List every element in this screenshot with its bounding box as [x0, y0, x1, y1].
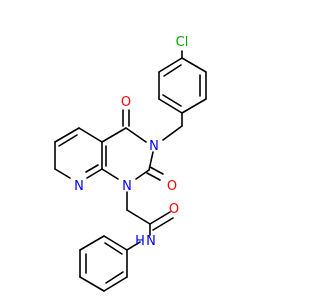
- bond-co-o: [149, 211, 171, 225]
- bond-ph5: [79, 235, 105, 251]
- oxygen-2-label: O: [167, 179, 177, 194]
- bond-py1: [78, 127, 103, 143]
- bond-ph3: [79, 276, 105, 292]
- bond-py5: [86, 168, 103, 179]
- oxygen-4-label: O: [121, 95, 131, 110]
- bond-n-ph: [126, 241, 141, 251]
- bonds: [54, 50, 207, 292]
- bond-ch2-co: [126, 209, 151, 225]
- bond-py4: [54, 168, 71, 179]
- pyridine-nitrogen-label: N: [74, 179, 84, 194]
- bond-ar6-inner: [163, 64, 182, 77]
- bond-ph2: [103, 276, 128, 292]
- bond-ph6-inner: [104, 242, 123, 255]
- nitrogen-1-label: N: [122, 179, 132, 194]
- bond-py5-inner: [85, 164, 99, 173]
- bond-co-o-2: [152, 217, 174, 231]
- bond-ph2-inner: [105, 271, 124, 284]
- bond-ch2-n3: [162, 125, 183, 141]
- bond-ar4-inner: [162, 94, 182, 107]
- background: [0, 0, 300, 300]
- bond-n3-c4: [125, 127, 147, 143]
- structure-diagram: Cl O N O N N O N H: [0, 0, 300, 300]
- bond-ar4: [158, 98, 183, 114]
- bond-ar3: [181, 98, 207, 114]
- bond-c8a-n1: [101, 168, 119, 180]
- bond-n1-c2: [135, 169, 150, 180]
- nitrogen-3-label: N: [149, 139, 159, 154]
- atom-labels: Cl O N O N N O N H: [74, 35, 188, 249]
- amide-hydrogen-label: H: [135, 234, 145, 249]
- bond-ar6: [158, 57, 183, 73]
- bond-c4-c4a: [101, 127, 127, 143]
- amide-oxygen-label: O: [169, 202, 179, 217]
- molecule-canvas: Cl O N O N N O N H: [0, 0, 300, 300]
- bond-ar1: [181, 57, 207, 73]
- bond-c2-o: [149, 166, 164, 175]
- bond-ph6: [103, 235, 128, 251]
- bond-py2-inner: [58, 134, 78, 147]
- chlorine-label: Cl: [176, 35, 189, 50]
- bond-c2-o-2: [146, 172, 161, 181]
- amide-nitrogen-label: N: [146, 234, 156, 249]
- bond-py2: [54, 127, 80, 143]
